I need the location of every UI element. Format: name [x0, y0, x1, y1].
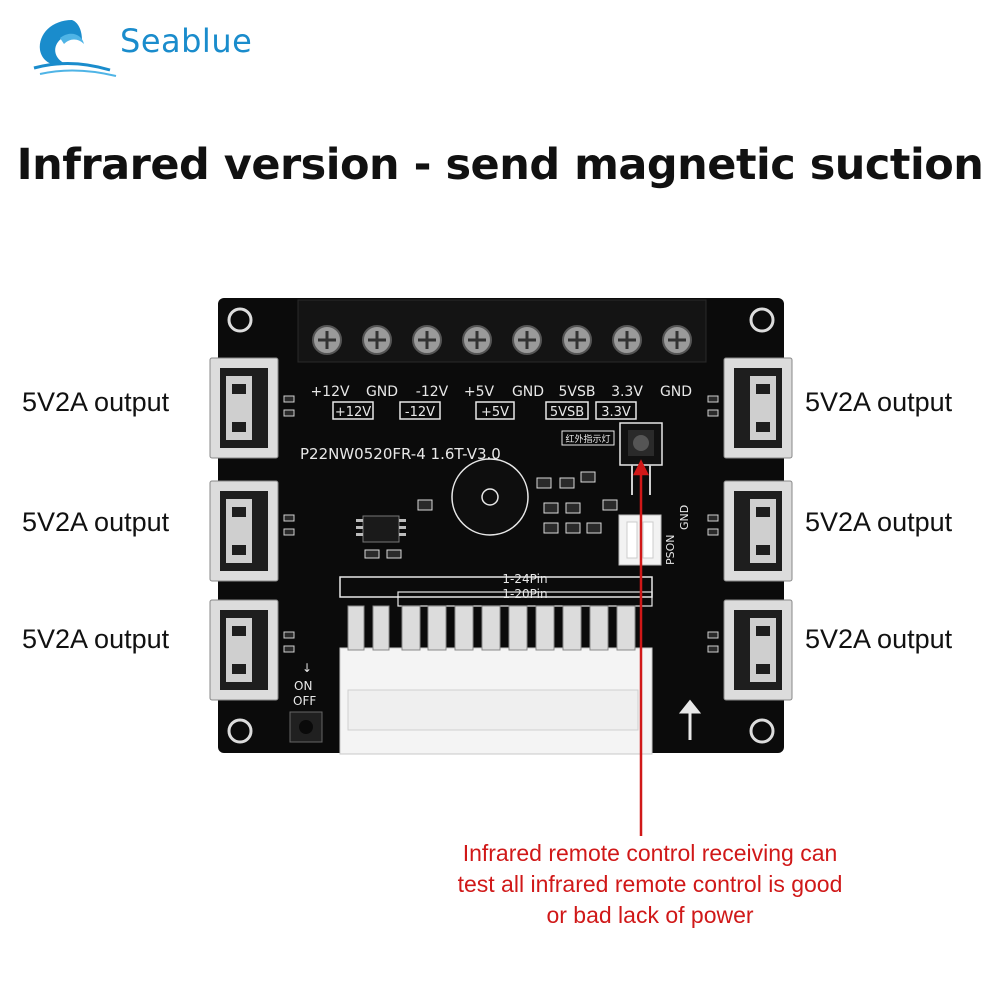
- boxed-label: +5V: [481, 405, 509, 420]
- boxed-label: 5VSB: [550, 405, 584, 420]
- usb-ports-left: [209, 357, 279, 701]
- terminal-label: GND: [366, 384, 398, 400]
- switch-arrow: ↓: [302, 661, 312, 675]
- orientation-arrow: [678, 699, 702, 740]
- ic-chip: [362, 515, 400, 543]
- terminal-label: +5V: [464, 384, 495, 400]
- boxed-label: -12V: [405, 405, 435, 420]
- terminal-labels: +12V GND -12V +5V GND 5VSB 3.3V GND: [310, 384, 692, 400]
- pson-label: PSON: [664, 534, 677, 565]
- terminal-label: GND: [512, 384, 544, 400]
- terminal-screws: [312, 325, 692, 355]
- atx-pins: [347, 605, 636, 651]
- model-label: P22NW0520FR-4 1.6T-V3.0: [300, 445, 501, 463]
- annotation-line: test all infrared remote control is good: [457, 871, 843, 897]
- wave-icon: [33, 20, 117, 77]
- headline: Infrared version - send magnetic suction: [16, 140, 984, 190]
- terminal-block: [297, 299, 707, 363]
- mounting-holes: [227, 307, 775, 744]
- annotation-line: Infrared remote control receiving can: [462, 840, 838, 866]
- terminal-label: -12V: [416, 384, 449, 400]
- output-label-left-2: 5V2A output: [22, 507, 170, 537]
- ir-indicator-label: 红外指示灯: [565, 433, 610, 445]
- boxed-label: +12V: [335, 405, 371, 420]
- pin24-label: 1-24Pin: [502, 572, 547, 586]
- output-label-right-1: 5V2A output: [805, 387, 953, 417]
- usb-ports-right: [723, 357, 793, 701]
- terminal-label: 3.3V: [611, 384, 643, 400]
- pin20-label: 1-20Pin: [502, 587, 547, 601]
- annotation-line: or bad lack of power: [546, 902, 754, 928]
- buzzer: [451, 458, 529, 536]
- annotation-arrow: [632, 459, 650, 836]
- terminal-label: +12V: [310, 384, 350, 400]
- output-label-left-1: 5V2A output: [22, 387, 170, 417]
- gnd-label: GND: [678, 505, 691, 530]
- output-label-right-3: 5V2A output: [805, 624, 953, 654]
- switch-on-label: ON: [294, 679, 312, 693]
- boxed-label: 3.3V: [601, 405, 631, 420]
- brand-name: Seablue: [120, 22, 253, 60]
- brand-logo: Seablue: [30, 8, 290, 78]
- output-label-left-3: 5V2A output: [22, 624, 170, 654]
- output-label-right-2: 5V2A output: [805, 507, 953, 537]
- ir-annotation: Infrared remote control receiving can te…: [400, 838, 900, 931]
- switch-off-label: OFF: [293, 694, 316, 708]
- boxed-labels: +12V -12V +5V 5VSB 3.3V: [335, 405, 631, 420]
- terminal-label: GND: [660, 384, 692, 400]
- terminal-label: 5VSB: [559, 384, 596, 400]
